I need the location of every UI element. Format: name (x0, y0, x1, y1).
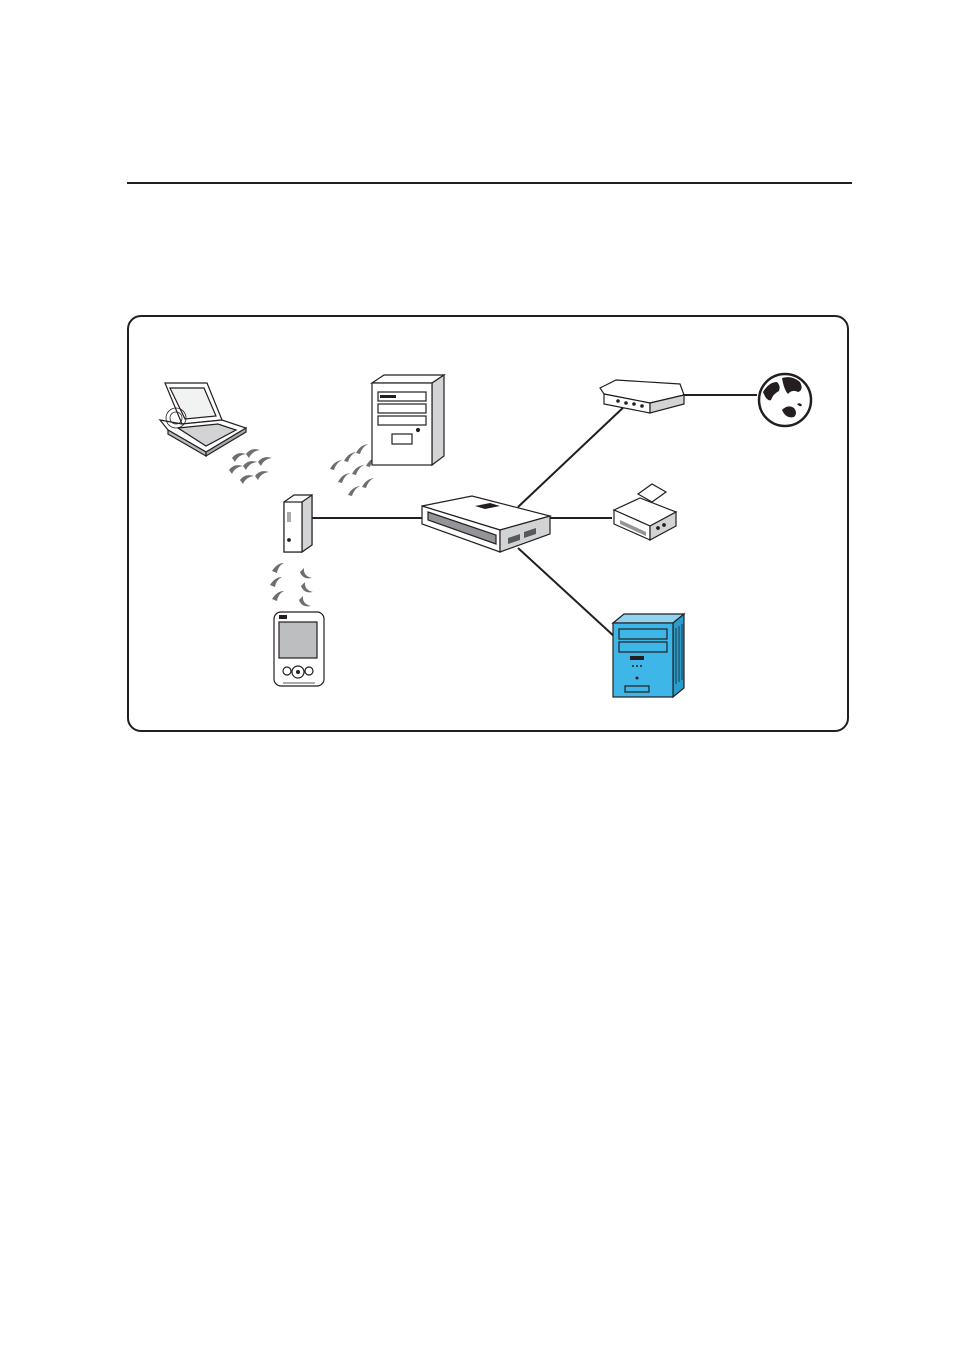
globe-icon (759, 374, 811, 426)
link-switch-router (518, 404, 627, 507)
link-switch-nas (518, 548, 616, 638)
nas-server-icon (613, 614, 684, 697)
router-icon (600, 380, 684, 413)
printer-icon (614, 484, 676, 540)
wireless-signal-pda (270, 563, 313, 606)
switch-icon (422, 496, 550, 552)
access-point-icon (284, 495, 312, 552)
laptop-icon (160, 383, 246, 456)
wireless-signal-laptop (229, 449, 272, 484)
pda-icon (274, 612, 324, 686)
wireless-signal-desktop (330, 444, 378, 496)
desktop-tower-icon (372, 375, 444, 465)
